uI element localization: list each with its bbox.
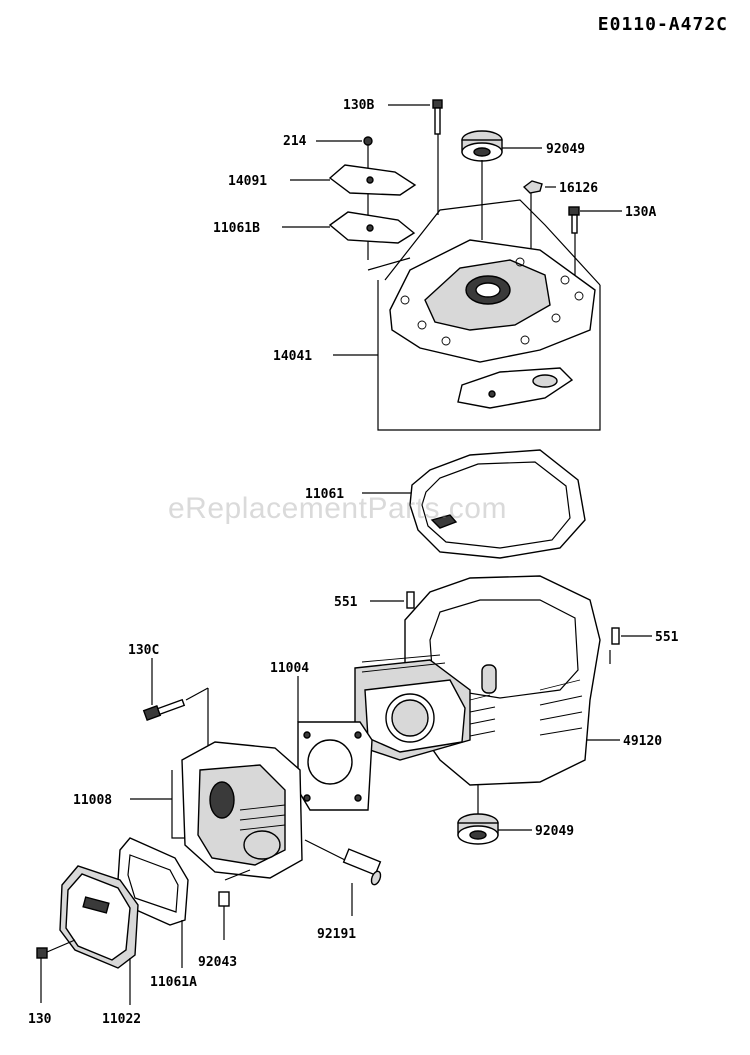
part-92191-tube (304, 839, 382, 916)
part-11004-gasket (297, 676, 373, 811)
label-11061A: 11061A (150, 975, 197, 990)
label-49120: 49120 (623, 734, 662, 749)
label-130C: 130C (128, 643, 159, 658)
part-92049-seal-bottom (457, 813, 532, 845)
part-551-pin-right (609, 627, 652, 664)
label-92049-bottom: 92049 (535, 824, 574, 839)
part-92049-seal-top (461, 130, 542, 240)
part-551-pin-left (370, 591, 415, 609)
part-130-bolt (36, 939, 76, 1003)
label-14091: 14091 (228, 174, 267, 189)
part-11061B-gasket (282, 211, 416, 244)
label-92043: 92043 (198, 955, 237, 970)
label-11061: 11061 (305, 487, 344, 502)
label-11008: 11008 (73, 793, 112, 808)
label-130A: 130A (625, 205, 656, 220)
part-49120-crankcase (354, 575, 620, 822)
label-11061B: 11061B (213, 221, 260, 236)
part-14041-cover (333, 199, 601, 431)
label-214: 214 (283, 134, 307, 149)
label-130B: 130B (343, 98, 374, 113)
diagram-code: E0110-A472C (597, 14, 728, 35)
label-130: 130 (28, 1012, 52, 1027)
part-130A-bolt (568, 206, 622, 275)
part-11008-cylinder-head (130, 688, 303, 879)
label-11004: 11004 (270, 661, 309, 676)
watermark: eReplacementParts.com (168, 492, 507, 525)
part-130B-bolt (388, 99, 443, 215)
label-92049-top: 92049 (546, 142, 585, 157)
part-14091-plate (290, 164, 417, 196)
label-551-right: 551 (655, 630, 679, 645)
part-92043-stud (218, 869, 251, 940)
part-11061-gasket (362, 449, 586, 559)
label-92191: 92191 (317, 927, 356, 942)
label-14041: 14041 (273, 349, 312, 364)
part-130C-bolt (142, 658, 209, 721)
label-551-left: 551 (334, 595, 358, 610)
label-16126: 16126 (559, 181, 598, 196)
part-11022-cover (59, 865, 139, 1005)
label-11022: 11022 (102, 1012, 141, 1027)
